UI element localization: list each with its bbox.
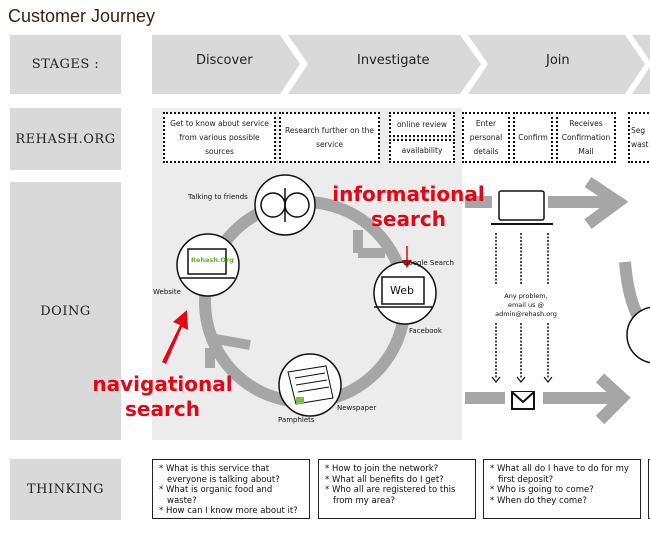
thinking-item: * Who all are registered to this from my… xyxy=(325,485,456,506)
envelope-icon xyxy=(511,391,535,410)
thinking-item: * Who is going to come? xyxy=(490,485,594,495)
label-website: Website xyxy=(153,288,181,296)
thinking-item: * What is organic food and waste? xyxy=(159,485,273,506)
thinking-box: * What is this service that everyone is … xyxy=(152,459,310,519)
website-screen-text: Rehash.Org xyxy=(191,256,234,264)
rehash-step: Seg wast xyxy=(628,112,650,163)
rehash-step: Enter personal details xyxy=(462,112,510,163)
rehash-step: online review xyxy=(389,112,455,137)
stage-join: Join xyxy=(546,53,570,68)
thinking-item: * How to join the network? xyxy=(325,464,439,474)
label-friends: Talking to friends xyxy=(188,193,248,201)
label-google: Google Search xyxy=(403,259,454,267)
navigational-arrow-icon xyxy=(162,310,188,364)
chevron-investigate xyxy=(288,35,481,94)
row-label-thinking: THINKING xyxy=(10,459,121,520)
thinking-box: * How to join the network? * What all be… xyxy=(318,459,476,519)
stage-discover: Discover xyxy=(196,53,253,68)
navigational-search-annotation: navigational search xyxy=(92,372,233,421)
label-facebook: Facebook xyxy=(409,327,442,335)
label-pamphlets: Pamphlets xyxy=(278,416,315,424)
rehash-step: Receives Confirmation Mail xyxy=(556,112,616,163)
chevron-join xyxy=(468,35,645,94)
row-label-doing: DOING xyxy=(10,182,121,440)
smiley-node xyxy=(626,306,650,364)
rehash-step: Confirm xyxy=(513,112,553,163)
thinking-box: * What all do I have to do for my first … xyxy=(483,459,641,519)
label-newspaper: Newspaper xyxy=(337,404,377,412)
web-screen-text: Web xyxy=(390,284,414,297)
laptop-icon xyxy=(180,248,432,308)
thinking-item: * What all benefits do I get? xyxy=(325,474,444,485)
stage-investigate: Investigate xyxy=(357,53,430,68)
informational-arrow-icon xyxy=(402,260,412,268)
rehash-step: Research further on the service xyxy=(279,112,380,163)
page-title: Customer Journey xyxy=(8,6,156,26)
row-label-rehash: REHASH.ORG xyxy=(10,108,121,170)
thinking-item: * What is this service that everyone is … xyxy=(159,464,280,485)
friends-faces-icon xyxy=(260,188,310,222)
informational-search-annotation: informational search xyxy=(332,182,485,231)
chevron-next xyxy=(632,35,650,94)
rehash-step: Get to know about service from various p… xyxy=(163,112,276,163)
chevron-discover xyxy=(152,35,300,94)
thinking-item: * How can I know more about it? xyxy=(159,506,298,516)
rehash-step: availability xyxy=(389,139,455,163)
newspaper-icon xyxy=(287,365,334,405)
email-note: Any problem, email us @ admin@rehash.org xyxy=(495,292,557,318)
thinking-item: * What all do I have to do for my first … xyxy=(490,464,629,485)
thinking-item: * When do they come? xyxy=(490,495,587,506)
laptop-icon-join xyxy=(491,190,553,225)
row-label-stages: STAGES : xyxy=(10,35,121,94)
thinking-box-cut xyxy=(648,459,650,519)
